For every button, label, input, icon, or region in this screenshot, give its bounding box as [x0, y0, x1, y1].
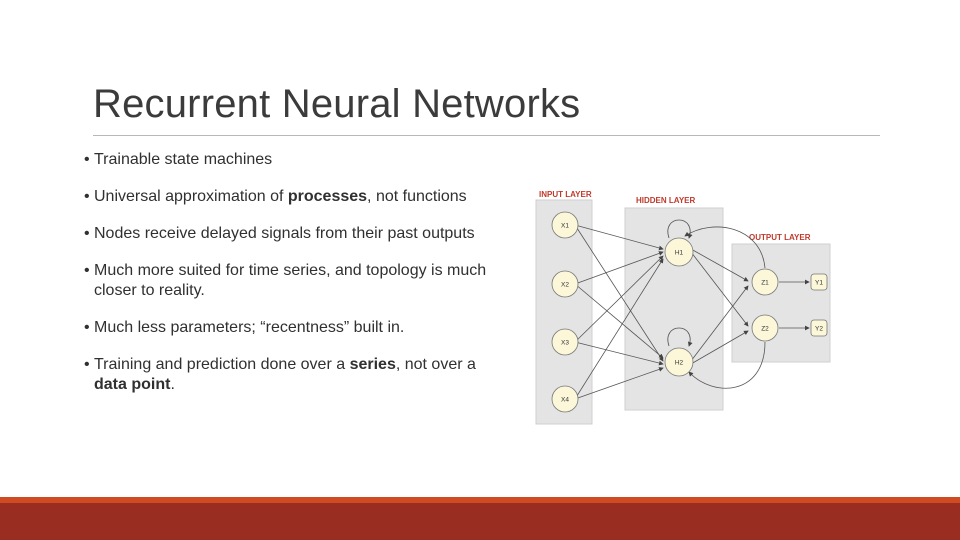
bullet-text-run: .	[170, 376, 175, 393]
input-node-label: X4	[561, 397, 569, 404]
output-value	[810, 319, 828, 337]
output-node	[751, 268, 779, 296]
bullet-text-run: , not over a	[395, 356, 476, 373]
bullet-text-run: Much less parameters; “recentness” built…	[94, 319, 405, 336]
input-node	[551, 328, 579, 356]
bullet-item: Universal approximation of processes, no…	[84, 187, 504, 207]
bullet-text-run: , not functions	[367, 188, 467, 205]
bullet-item: Training and prediction done over a seri…	[84, 355, 504, 395]
hidden-node-label: H2	[675, 360, 684, 367]
bullet-list: Trainable state machines Universal appro…	[84, 150, 504, 412]
bullet-text-run: Much more suited for time series, and to…	[94, 262, 487, 299]
output-layer-panel	[731, 243, 831, 363]
footer-bar	[0, 503, 960, 540]
output-value-label: Y1	[815, 280, 823, 287]
bullet-emphasis: data point	[94, 376, 171, 393]
bullet-text-run: Nodes receive delayed signals from their…	[94, 225, 475, 242]
rnn-diagram: INPUT LAYER HIDDEN LAYER OUTPUT LAYER X1…	[535, 190, 831, 425]
hidden-node-label: H1	[675, 250, 684, 257]
input-node	[551, 270, 579, 298]
bullet-item: Much more suited for time series, and to…	[84, 261, 504, 301]
bullet-emphasis: processes	[287, 188, 368, 205]
bullet-item: Trainable state machines	[84, 150, 504, 170]
hidden-layer-panel	[624, 207, 724, 411]
hidden-layer-label: HIDDEN LAYER	[636, 196, 695, 205]
bullet-text-run: Training and prediction done over a	[94, 356, 350, 373]
slide-title: Recurrent Neural Networks	[93, 82, 581, 126]
input-node-label: X2	[561, 282, 569, 289]
input-node	[551, 211, 579, 239]
title-divider	[93, 135, 880, 136]
bullet-item: Nodes receive delayed signals from their…	[84, 224, 504, 244]
bullet-emphasis: series	[349, 356, 396, 373]
output-value	[810, 273, 828, 291]
output-node-label: Z2	[761, 326, 769, 333]
input-node-label: X1	[561, 223, 569, 230]
output-node	[751, 314, 779, 342]
bullet-text-run: Universal approximation of	[94, 188, 288, 205]
input-layer-label: INPUT LAYER	[539, 190, 592, 199]
input-node	[551, 385, 579, 413]
hidden-node	[664, 347, 694, 377]
input-node-label: X3	[561, 340, 569, 347]
hidden-node	[664, 237, 694, 267]
output-node-label: Z1	[761, 280, 769, 287]
output-value-label: Y2	[815, 326, 823, 333]
bullet-text-run: Trainable state machines	[94, 151, 273, 168]
footer-accent-stripe	[0, 497, 960, 503]
bullet-item: Much less parameters; “recentness” built…	[84, 318, 504, 338]
output-layer-label: OUTPUT LAYER	[749, 233, 811, 242]
